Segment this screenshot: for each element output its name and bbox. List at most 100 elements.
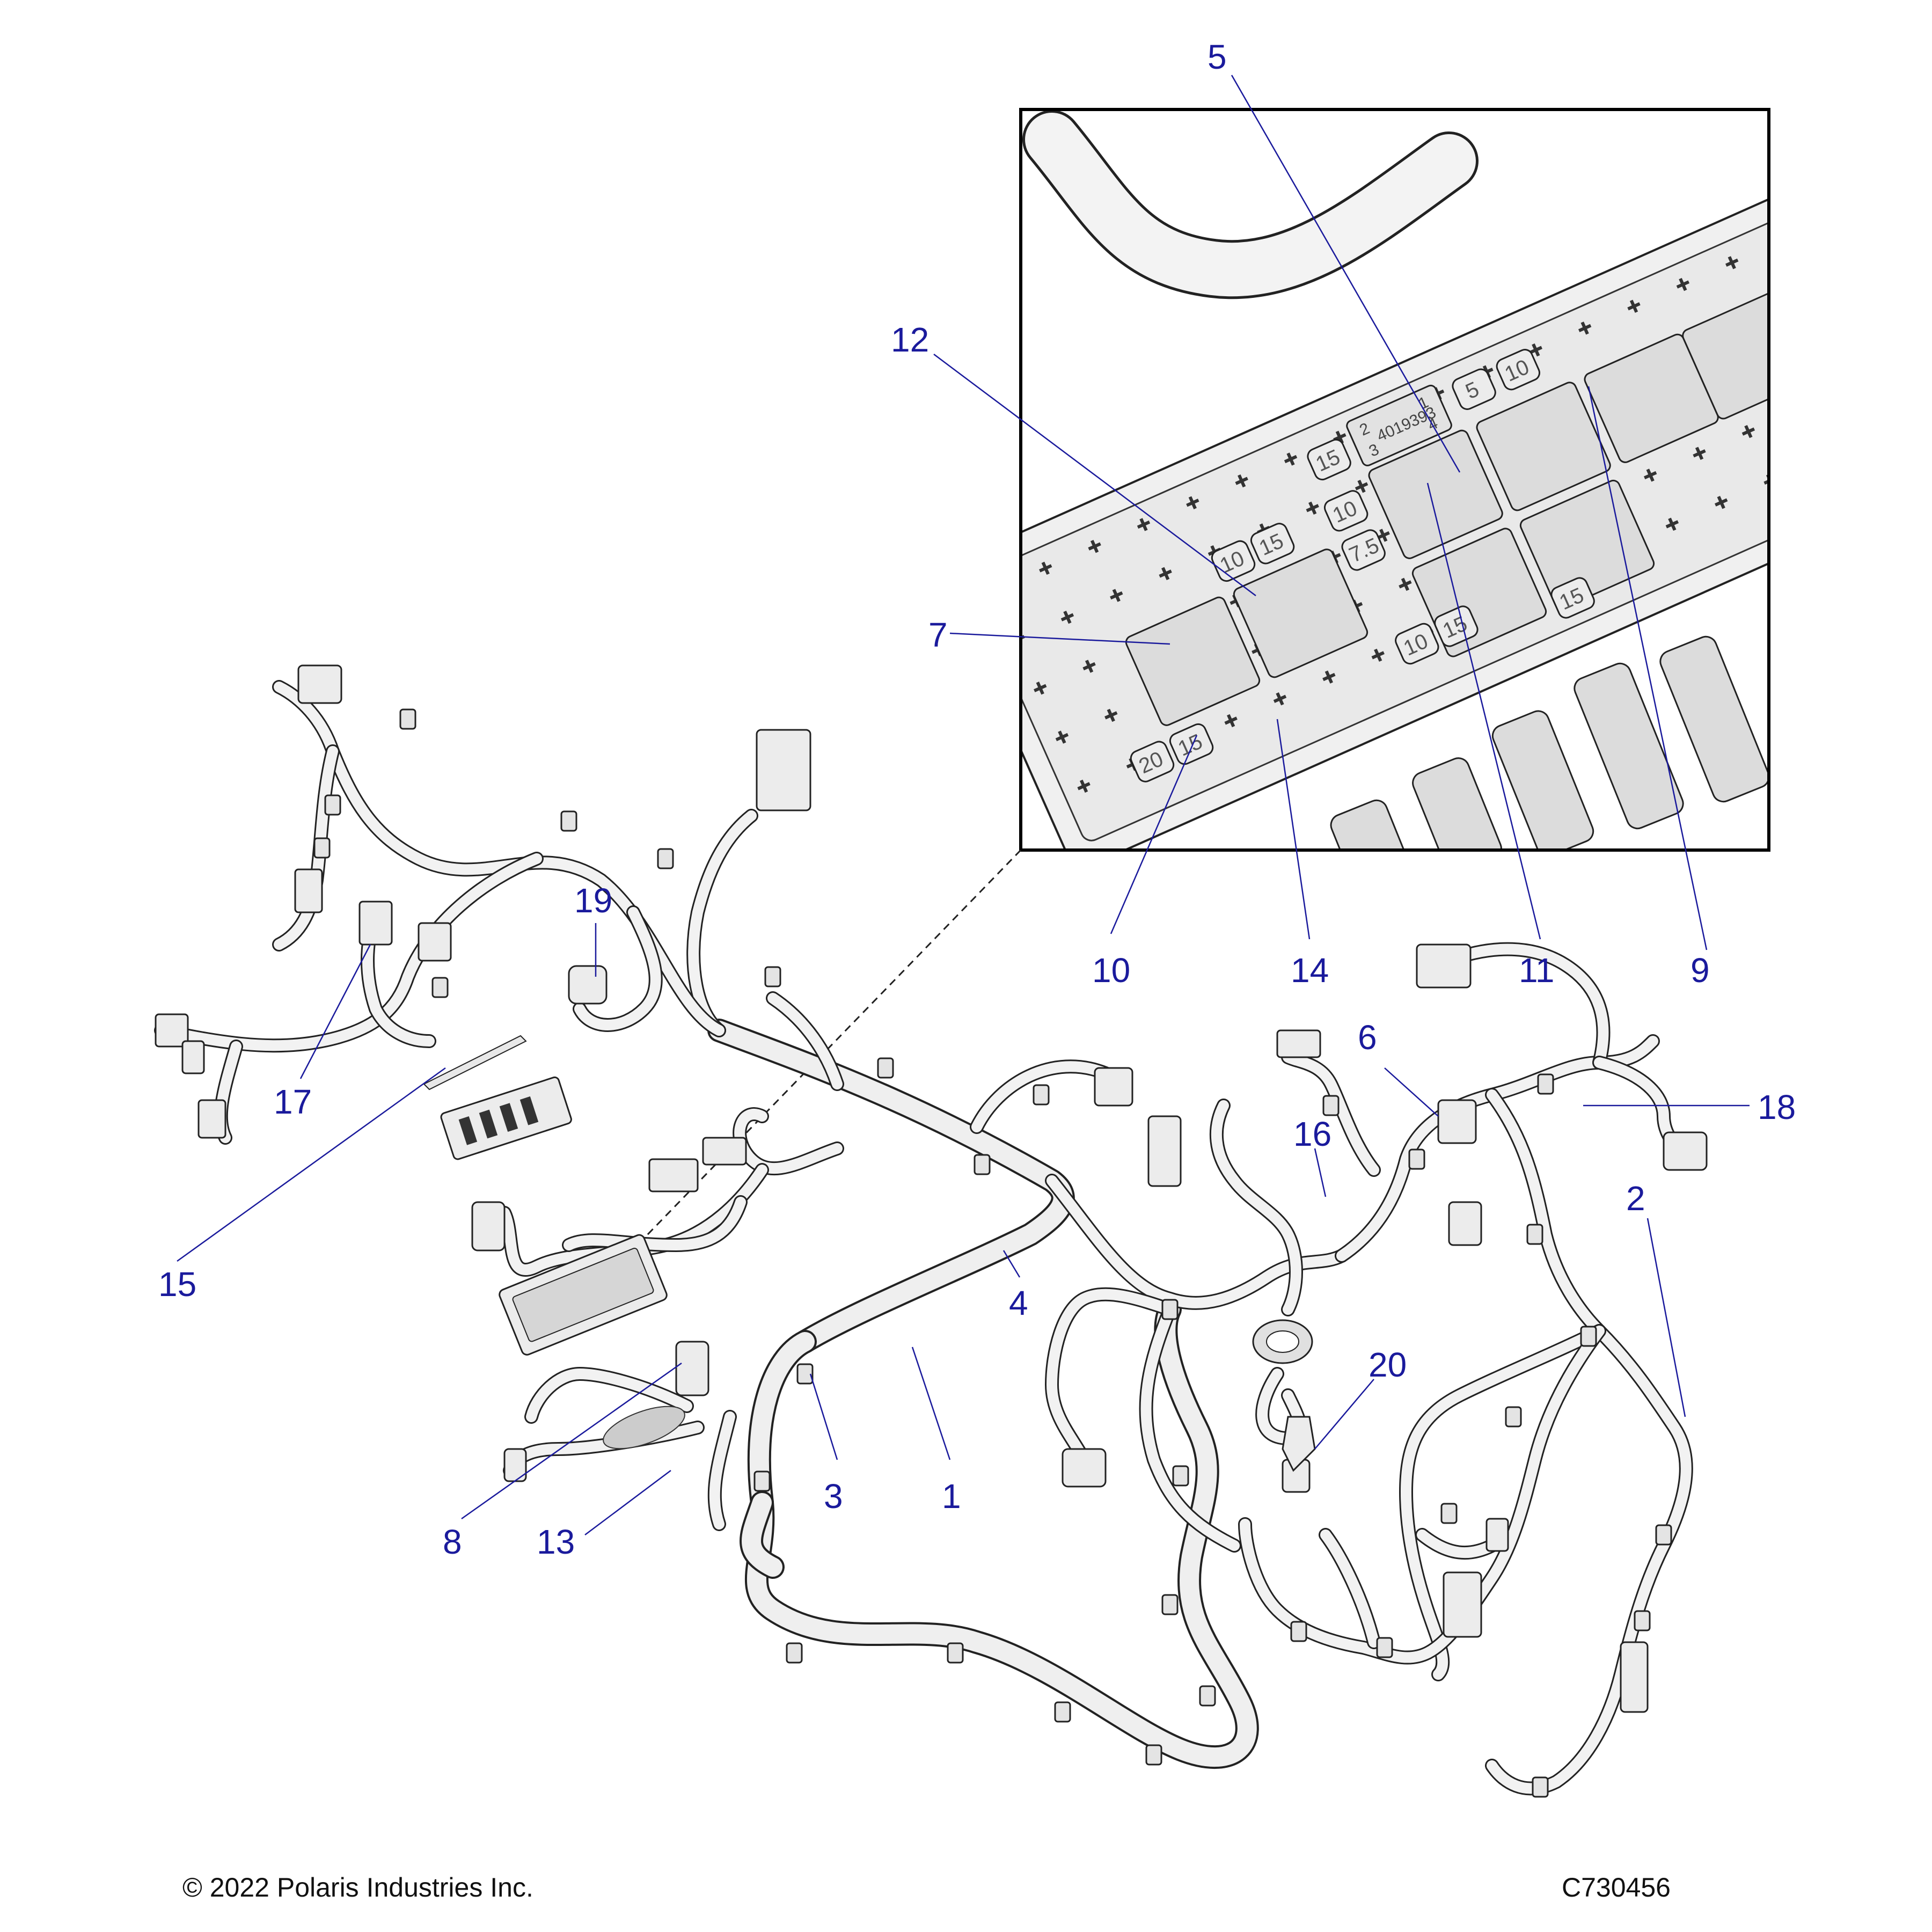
connector xyxy=(1620,1641,1649,1713)
harness-clip xyxy=(313,837,331,859)
relay xyxy=(1233,548,1368,678)
harness-clip xyxy=(657,848,674,869)
harness-clip xyxy=(399,708,416,730)
harness-clip xyxy=(1408,1148,1425,1170)
harness-clips xyxy=(313,708,1672,1798)
terminal-cross xyxy=(988,582,1005,599)
terminal-cross xyxy=(1715,495,1728,509)
harness-clip xyxy=(1505,1406,1522,1428)
mesh-sleeve xyxy=(603,1406,685,1450)
harness-clip xyxy=(974,1154,991,1175)
terminal-cross xyxy=(1273,692,1287,706)
callout-7: 7 xyxy=(928,616,948,654)
relay xyxy=(1519,479,1655,610)
callout-8: 8 xyxy=(443,1523,462,1561)
callout-18: 18 xyxy=(1758,1088,1796,1126)
terminal-cross xyxy=(1725,256,1739,269)
terminal-cross xyxy=(1039,561,1052,575)
connector xyxy=(1276,1029,1321,1058)
terminal-cross xyxy=(1284,452,1298,466)
harness-clip xyxy=(796,1363,814,1385)
harness-clip xyxy=(1440,1503,1458,1524)
relay xyxy=(1368,429,1503,559)
terminal-cross xyxy=(1104,708,1118,722)
harness-clip xyxy=(1054,1701,1071,1723)
terminal-cross xyxy=(1627,299,1641,313)
terminal-cross xyxy=(1371,648,1385,662)
terminal-cross xyxy=(1224,714,1238,728)
harness-clip xyxy=(1145,1744,1162,1766)
connector xyxy=(1485,1518,1509,1552)
harness-clip xyxy=(1376,1637,1393,1658)
harness-clip xyxy=(764,966,781,987)
connectors xyxy=(155,664,1708,1713)
terminal-cross xyxy=(1676,277,1690,291)
callout-12: 12 xyxy=(891,320,929,359)
connector-19 xyxy=(568,965,608,1005)
main-harness xyxy=(154,664,1708,1798)
terminal-cross xyxy=(1811,450,1828,467)
harness-clip xyxy=(877,1057,894,1079)
terminal-cross xyxy=(1137,518,1151,531)
callout-16: 16 xyxy=(1293,1115,1331,1153)
detail-link-line xyxy=(595,849,1022,1289)
boot-20 xyxy=(1282,1416,1316,1472)
connector xyxy=(1094,1067,1133,1107)
connector xyxy=(756,729,811,811)
connector-blades xyxy=(1330,635,1769,850)
callout-leaders xyxy=(177,75,1750,1535)
harness-clip xyxy=(1290,1621,1307,1642)
harness-clip xyxy=(1532,1776,1549,1798)
terminal-cross xyxy=(1034,682,1047,695)
terminal-cross xyxy=(1186,496,1199,509)
callout-3: 3 xyxy=(824,1477,843,1516)
fuse-box-cover xyxy=(440,1076,572,1160)
terminal-cross xyxy=(1306,501,1319,515)
figure-id: C730456 xyxy=(1562,1872,1671,1902)
terminal-cross xyxy=(1665,517,1679,531)
harness-clip xyxy=(560,810,577,832)
connector xyxy=(358,901,393,946)
terminal-cross xyxy=(1060,610,1074,624)
harness-clip xyxy=(1161,1299,1179,1320)
connector xyxy=(1147,1115,1182,1187)
label-sheet xyxy=(423,1035,527,1091)
grommet-hole xyxy=(1266,1330,1299,1353)
terminal-cross xyxy=(1741,425,1755,438)
callout-4: 4 xyxy=(1009,1284,1028,1322)
terminal-cross xyxy=(1082,660,1096,673)
fuse-row: 10 15 5 10 7.5 15 10 15 10 15 20 15 xyxy=(1130,348,1595,782)
connector xyxy=(471,1201,506,1252)
relay xyxy=(1476,382,1611,511)
harness-clip xyxy=(1199,1685,1216,1707)
callout-5: 5 xyxy=(1208,38,1227,76)
callout-20: 20 xyxy=(1368,1345,1407,1384)
harness-clip xyxy=(1161,1594,1179,1615)
relay-7 xyxy=(1125,596,1261,726)
callout-19: 19 xyxy=(574,881,612,920)
terminal-cross xyxy=(1088,539,1101,553)
terminal-cross xyxy=(1355,479,1368,493)
harness-clip xyxy=(1033,1084,1050,1106)
callout-2: 2 xyxy=(1626,1179,1645,1218)
connector xyxy=(675,1341,709,1396)
terminal-cross xyxy=(1529,343,1542,357)
detail-inset: 2 1 3 4 4019393 xyxy=(988,108,1828,852)
connector xyxy=(1416,943,1472,989)
relay xyxy=(1682,290,1769,420)
harness-clip xyxy=(1580,1326,1597,1347)
connector xyxy=(702,1137,747,1166)
terminal-cross xyxy=(1077,779,1091,793)
harness-clip xyxy=(786,1642,803,1664)
callout-11: 11 xyxy=(1519,951,1554,990)
connector-6 xyxy=(1437,1099,1477,1144)
harness-clip xyxy=(1655,1524,1672,1546)
terminal-cross xyxy=(1643,469,1657,482)
harness-clip xyxy=(1537,1073,1554,1095)
harness-clip xyxy=(753,1470,771,1492)
connector xyxy=(181,1040,205,1074)
terminal-cross xyxy=(1578,321,1592,335)
terminal-cross xyxy=(1377,529,1390,542)
relay-5 xyxy=(1346,384,1452,466)
